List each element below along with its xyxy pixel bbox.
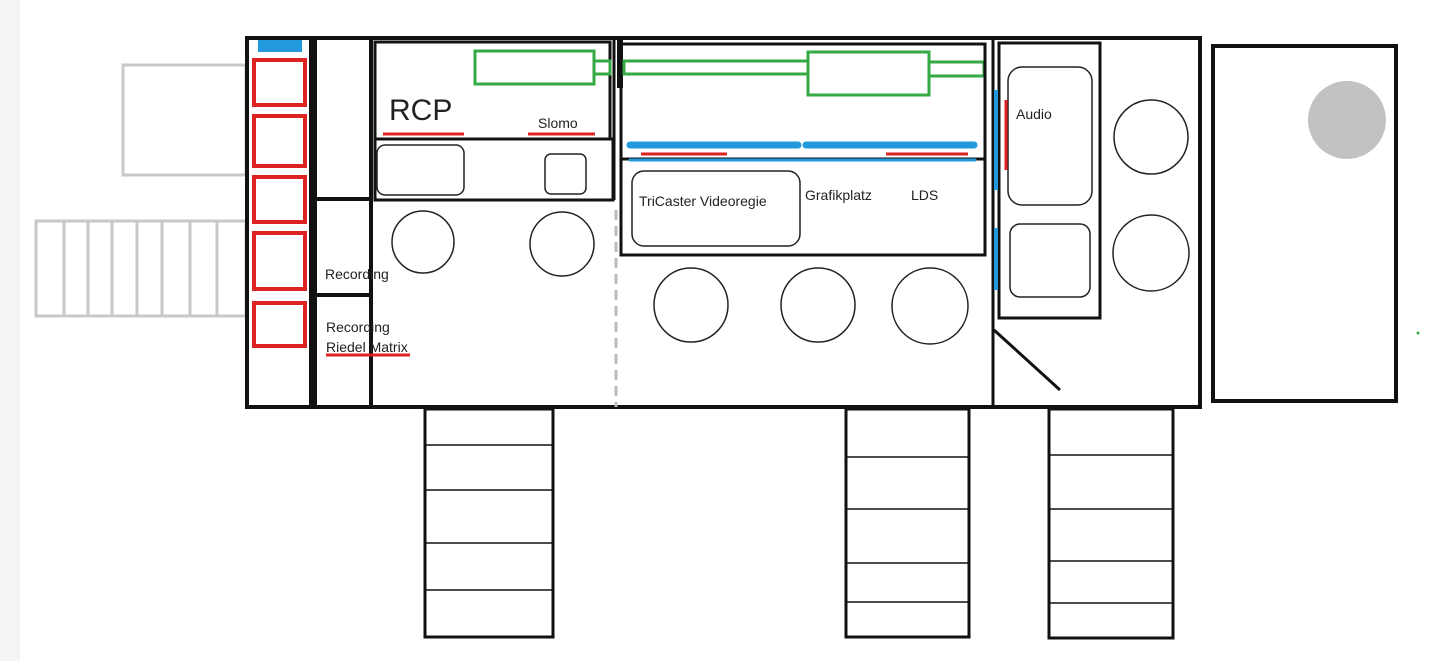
grey-box-upper [121,63,248,177]
camera-rail [473,49,986,97]
chair [1112,214,1190,292]
slomo-console [544,153,587,195]
production-monitors [626,141,978,162]
lds-label: LDS [911,187,938,203]
rcp-console [376,144,465,196]
trailer-outer-wall [245,36,1202,409]
audio-door-swing [992,328,1062,392]
right-extension-box [1211,44,1398,403]
audio-console-lower [1009,223,1091,298]
chair [391,210,455,274]
recording-label-2: Recording [326,319,390,335]
grey-round-fixture [1308,81,1386,159]
recording-column [313,38,373,407]
chair [891,267,969,345]
stairs-right [1047,407,1175,640]
rack-top-monitor [258,40,302,52]
audio-label: Audio [1016,106,1052,122]
tricaster-label: TriCaster Videoregie [639,193,767,209]
slomo-label: Slomo [538,115,578,131]
rcp-label: RCP [389,94,452,127]
chair [529,211,595,277]
rack-unit [252,231,307,291]
audio-desk [997,41,1102,320]
rack-units [252,58,307,348]
rack-unit [252,114,307,168]
grey-slatted-stair [34,219,248,318]
chair [780,267,856,343]
grafikplatz-label: Grafikplatz [805,187,872,203]
stairs-left [423,407,555,639]
rack-unit [252,175,307,224]
external-grey-structures [34,63,248,318]
chair [653,267,729,343]
tiny-dot [1416,331,1420,335]
chair [1113,99,1189,175]
recording-label-1: Recording [325,266,389,282]
left-margin-strip [0,0,20,661]
rack-unit [252,301,307,348]
audio-console-upper [1007,66,1093,206]
chairs [391,99,1190,345]
rack-unit [252,58,307,107]
riedel-matrix-label: Riedel Matrix [326,339,408,355]
tricaster-console [631,170,801,247]
stairs-middle [844,407,971,639]
